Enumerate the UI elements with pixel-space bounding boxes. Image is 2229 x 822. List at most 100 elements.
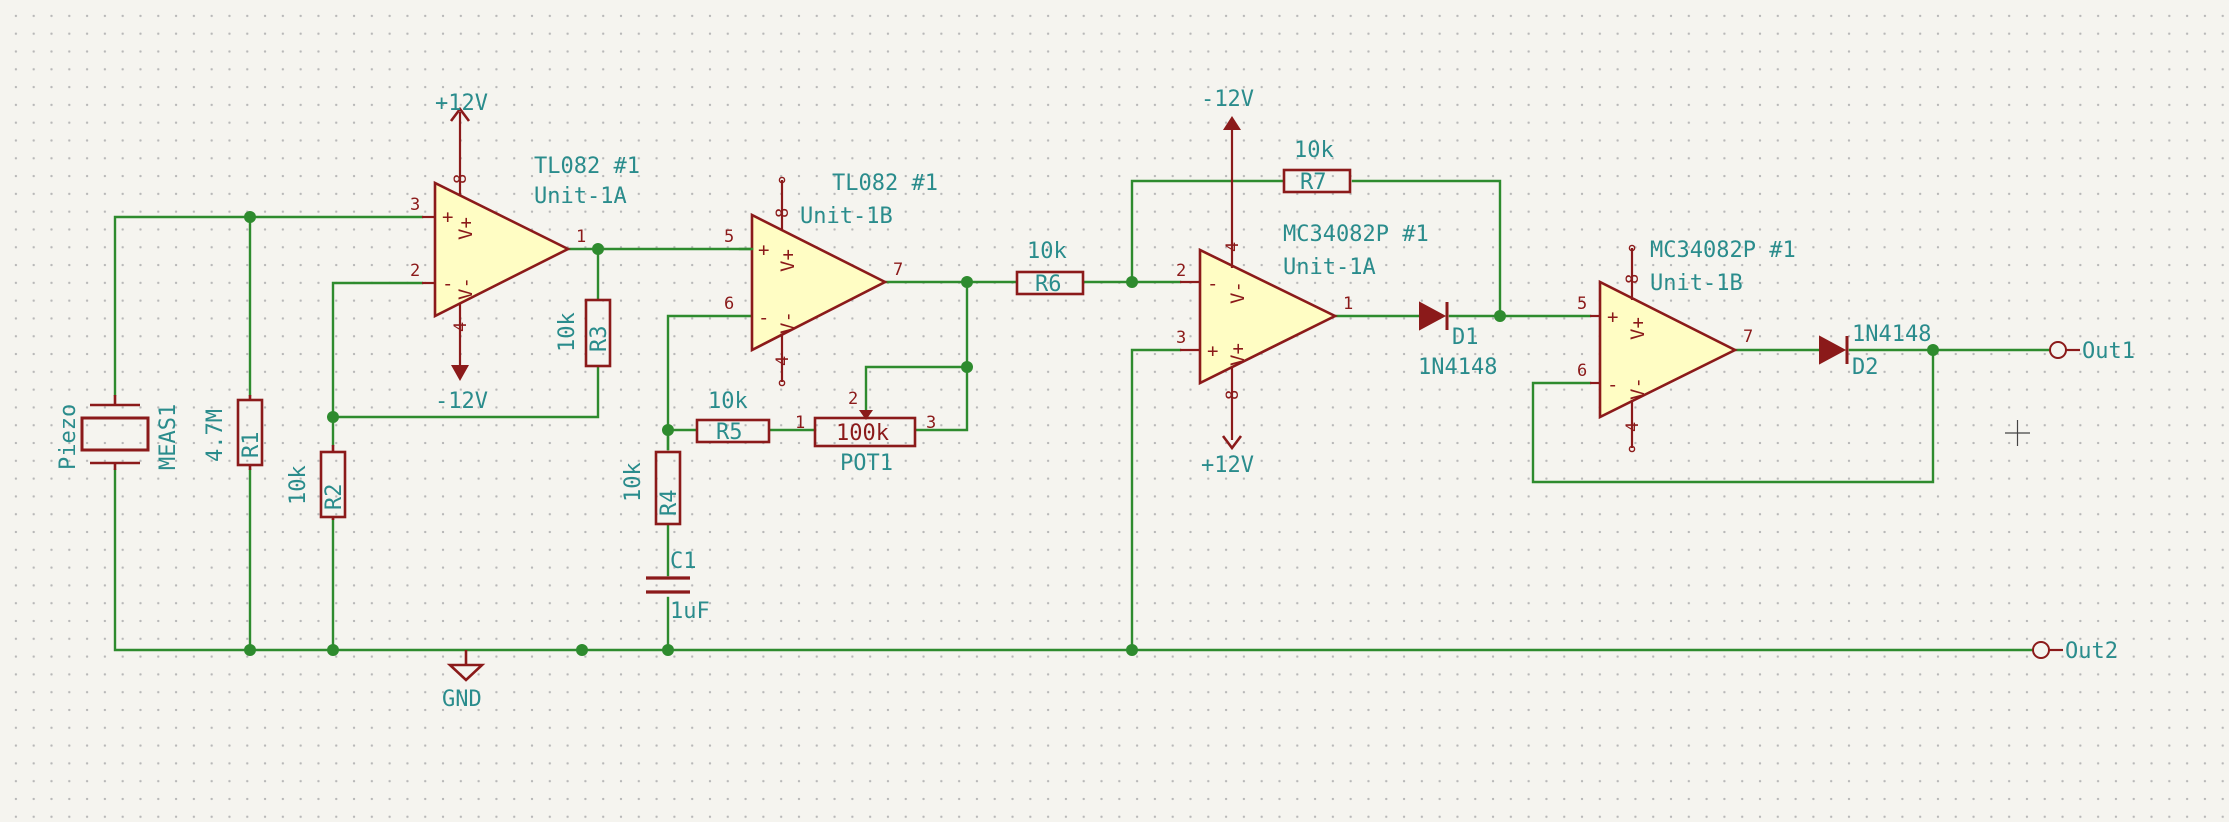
piezo-sensor-meas1[interactable]: Piezo MEAS1 (56, 395, 181, 470)
junction-dot (1126, 276, 1138, 288)
u2b-pin-5: 5 (1577, 294, 1587, 314)
u2a-pin-4: 4 (1223, 242, 1243, 252)
r3-ref-label: R3 (587, 326, 612, 353)
r1-value-label: 4.7M (203, 409, 228, 462)
wire-pot-right (915, 280, 969, 432)
diode-d2[interactable]: D2 1N4148 (1819, 322, 1931, 380)
u2a-top-power-label: -12V (1201, 87, 1254, 112)
d2-ref-label: D2 (1852, 355, 1879, 380)
u1b-plus-sign: + (758, 239, 769, 261)
u1a-bottom-power-label: -12V (435, 389, 488, 414)
u1b-vplus-label: V+ (777, 249, 799, 272)
r7-value-label: 10k (1294, 138, 1334, 163)
wire-u1b-minus (666, 314, 754, 451)
u2a-bottom-power-label: +12V (1201, 453, 1254, 478)
u1a-part-label: TL082 #1 (534, 154, 640, 179)
resistor-r3[interactable]: R3 10k (555, 298, 612, 368)
crosshair-cursor-icon (2005, 420, 2030, 446)
wire-piezo-top (113, 215, 424, 397)
junction-dot (244, 211, 256, 223)
u1b-vminus-label: V- (777, 311, 799, 334)
junctions (244, 211, 1939, 656)
wire-u2a-plus (1130, 348, 1182, 652)
wire-u2b-minus (1531, 348, 1935, 484)
u1a-pin-1: 1 (576, 227, 586, 247)
d1-ref-label: D1 (1452, 325, 1479, 350)
u2b-vminus-label: V- (1627, 377, 1649, 400)
u2b-pin-4: 4 (1623, 422, 1643, 432)
output-out1[interactable]: Out1 (2049, 339, 2135, 364)
wire-pot-wiper (864, 365, 969, 412)
r2-ref-label: R2 (322, 484, 347, 511)
capacitor-c1[interactable]: C1 1uF (646, 549, 710, 624)
u2a-pin-1: 1 (1343, 294, 1353, 314)
u1a-top-power-label: +12V (435, 91, 488, 116)
junction-dot (1927, 344, 1939, 356)
potentiometer-pot1[interactable]: 100k POT1 2 3 (813, 389, 936, 476)
r7-ref-label: R7 (1300, 170, 1327, 195)
r3-value-label: 10k (555, 312, 580, 352)
resistor-r6[interactable]: R6 10k (1015, 239, 1085, 297)
power-minus12-u2a: -12V (1201, 87, 1254, 130)
resistor-r7[interactable]: R7 10k (1282, 138, 1352, 195)
r6-ref-label: R6 (1035, 272, 1062, 297)
resistor-r1[interactable]: R1 4.7M (203, 395, 264, 470)
u1b-pin-6: 6 (724, 294, 734, 314)
opamp-u1a[interactable]: + - V+ V- 3 2 1 8 4 TL082 #1 Unit-1A (410, 112, 640, 365)
u2a-pin-2: 2 (1176, 261, 1186, 281)
u1a-vminus-label: V- (455, 277, 477, 300)
pot-value-label: 100k (836, 421, 889, 446)
u1b-pin-8: 8 (773, 208, 793, 218)
r4-value-label: 10k (621, 462, 646, 502)
u1a-minus-sign: - (442, 273, 453, 295)
junction-dot (961, 361, 973, 373)
junction-dot (662, 424, 674, 436)
wire-u1a-minus (331, 281, 424, 447)
wire-r3-bottom (331, 365, 600, 419)
u1a-plus-sign: + (442, 206, 453, 228)
opamp-u1b[interactable]: + - V+ V- 5 6 7 8 4 TL082 #1 Unit-1B (724, 171, 938, 387)
output-out2[interactable]: Out2 (2032, 639, 2118, 664)
pot-ref-label: POT1 (840, 451, 893, 476)
u2a-vplus-label: V+ (1227, 343, 1249, 366)
u2b-pin-7: 7 (1743, 327, 1753, 347)
u1b-pin-5: 5 (724, 227, 734, 247)
gnd-label: GND (442, 687, 482, 712)
r6-value-label: 10k (1027, 239, 1067, 264)
u1a-pin-4: 4 (451, 322, 471, 332)
junction-dot (592, 243, 604, 255)
u2b-pin-6: 6 (1577, 361, 1587, 381)
diode-d1[interactable]: D1 1N4148 (1418, 301, 1497, 380)
pot-pin-3: 3 (926, 413, 936, 433)
junction-dot (244, 644, 256, 656)
u1a-pin-8: 8 (451, 174, 471, 184)
power-plus12-u2a: +12V (1201, 435, 1254, 478)
junction-dot (576, 644, 588, 656)
junction-dot (1126, 644, 1138, 656)
opamp-u2a[interactable]: - + V- V+ 2 3 1 4 8 MC34082P #1 Unit-1A (1176, 130, 1429, 440)
u1a-pin-3: 3 (410, 195, 420, 215)
junction-dot (327, 411, 339, 423)
resistor-r4[interactable]: R4 10k (621, 450, 682, 526)
u2a-plus-sign: + (1207, 340, 1218, 362)
power-plus12-u1a: +12V (435, 91, 488, 122)
opamp-u2b[interactable]: + - V+ V- 5 6 7 8 4 MC34082P #1 Unit-1B (1577, 238, 1796, 453)
u2a-pin-8: 8 (1223, 390, 1243, 400)
pot-pin-2: 2 (848, 389, 858, 409)
junction-dot (1494, 310, 1506, 322)
u1b-pin-7: 7 (893, 260, 903, 280)
u2b-vplus-label: V+ (1627, 317, 1649, 340)
r5-ref-label: R5 (716, 420, 743, 445)
c1-ref-label: C1 (670, 549, 697, 574)
u1b-pin-4: 4 (773, 356, 793, 366)
wire-r7-right (1351, 179, 1502, 318)
piezo-value-label: Piezo (56, 404, 81, 470)
resistor-r2[interactable]: R2 10k (286, 445, 347, 520)
resistor-r5[interactable]: R5 10k 1 (695, 389, 805, 445)
u1b-part-label: TL082 #1 (832, 171, 938, 196)
wire-ground-rail (113, 468, 2035, 652)
d2-value-label: 1N4148 (1852, 322, 1931, 347)
ground-symbol: GND (442, 650, 486, 712)
piezo-ref-label: MEAS1 (156, 404, 181, 470)
